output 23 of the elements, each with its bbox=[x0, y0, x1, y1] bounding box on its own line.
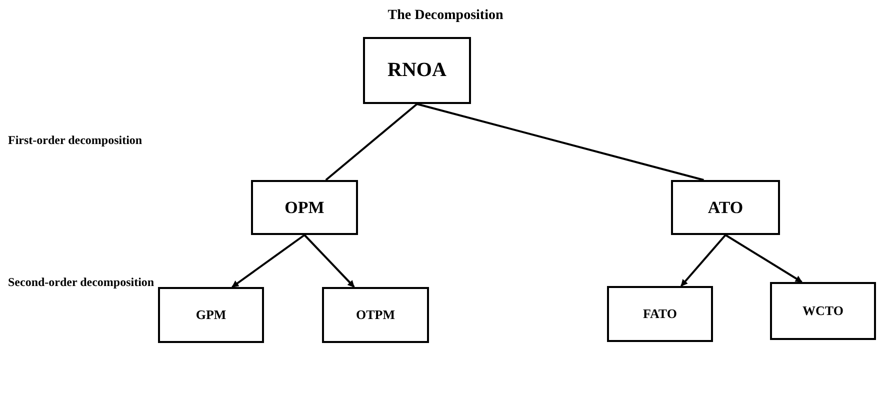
level-label: Second-order decomposition bbox=[8, 275, 154, 290]
arrow bbox=[680, 234, 726, 287]
metric-label: OTPM bbox=[356, 307, 395, 323]
level-label: First-order decomposition bbox=[8, 133, 142, 148]
metric-box bbox=[607, 286, 713, 342]
arrow bbox=[232, 234, 306, 288]
metric-label: ATO bbox=[708, 198, 744, 218]
diagram-title: The Decomposition bbox=[386, 8, 504, 24]
metric-box bbox=[770, 282, 876, 340]
metric-label: GPM bbox=[196, 307, 226, 323]
arrow bbox=[724, 234, 802, 283]
metric-box bbox=[671, 180, 780, 235]
metric-box bbox=[158, 287, 264, 343]
metric-box bbox=[363, 37, 471, 104]
metric-label: RNOA bbox=[388, 59, 446, 82]
metric-label: WCTO bbox=[802, 303, 844, 319]
metric-label: FATO bbox=[643, 306, 677, 322]
metric-box bbox=[251, 180, 358, 235]
metric-box bbox=[322, 287, 429, 343]
arrow bbox=[304, 234, 355, 288]
connector-line bbox=[416, 103, 704, 181]
metric-label: OPM bbox=[284, 198, 324, 218]
connector-line bbox=[325, 103, 418, 181]
